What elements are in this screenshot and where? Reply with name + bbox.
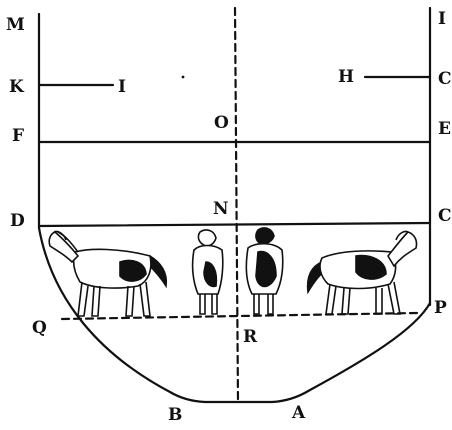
- label-n: N: [213, 199, 229, 219]
- ground-dashed-line: [62, 313, 417, 319]
- label-r: R: [243, 327, 258, 347]
- label-k: K: [9, 77, 25, 97]
- center-dashed-line: [235, 8, 238, 402]
- label-f: F: [12, 126, 24, 146]
- horse-left-side: [49, 231, 166, 316]
- horse-right-side: [308, 231, 417, 314]
- speck-mark: [182, 76, 185, 79]
- horse-rear-view: [246, 228, 282, 314]
- label-p: P: [434, 298, 447, 318]
- label-a: A: [291, 403, 306, 423]
- label-right-d: C: [438, 206, 452, 226]
- label-right-k: C: [438, 69, 452, 89]
- label-h: H: [338, 67, 354, 87]
- label-b: B: [168, 405, 182, 425]
- label-o: O: [214, 113, 229, 133]
- horse-front-view: [193, 230, 223, 314]
- label-q: Q: [32, 318, 47, 338]
- label-right-top: I: [438, 9, 446, 29]
- label-d: D: [10, 211, 25, 231]
- label-right-f: E: [438, 119, 451, 139]
- label-i: I: [118, 77, 126, 97]
- line-dc: [39, 223, 430, 226]
- label-m: M: [6, 15, 25, 35]
